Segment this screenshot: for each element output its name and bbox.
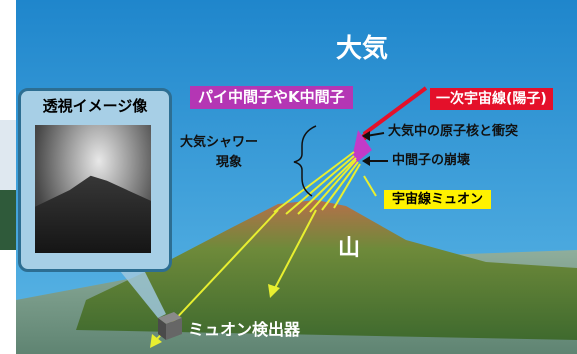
collision-pointer-head (362, 131, 370, 141)
meson-decay-label: 中間子の崩壊 (392, 153, 471, 168)
mountain-label: 山 (338, 236, 361, 261)
muon-track-long-b (273, 209, 317, 291)
detector-label: ミュオン検出器 (188, 320, 301, 339)
muon-arrowhead-a (150, 334, 162, 348)
pion-kaon-box: パイ中間子やK中間子 (190, 86, 353, 109)
detector-icon (158, 312, 182, 340)
air-shower-label-line2: 現象 (216, 155, 243, 170)
muon-tracks (273, 151, 377, 215)
air-shower-label-line1: 大気シャワー (180, 135, 259, 150)
cosmic-muon-box: 宇宙線ミュオン (384, 190, 492, 209)
transmission-image-panel: 透視イメージ像 (18, 88, 172, 272)
mountain (76, 200, 577, 340)
primary-cosmic-ray-box: 一次宇宙線(陽子) (430, 88, 553, 110)
left-edge-strip (0, 0, 16, 354)
air-shower-brace (293, 125, 317, 197)
illustration-scene: 大気 山 パイ中間子やK中間子 一次宇宙線(陽子) 宇宙線ミュオン 大気シャワー… (16, 0, 577, 354)
preview-callout (116, 266, 166, 318)
decay-pointer-head (362, 156, 370, 166)
muon-arrowhead-b (268, 284, 280, 298)
preview-title: 透視イメージ像 (42, 97, 148, 115)
sky-title: 大気 (336, 34, 389, 64)
illustration-svg (16, 0, 577, 354)
primary-ray-arrow (362, 86, 428, 136)
collision-label: 大気中の原子核と衝突 (388, 124, 519, 139)
